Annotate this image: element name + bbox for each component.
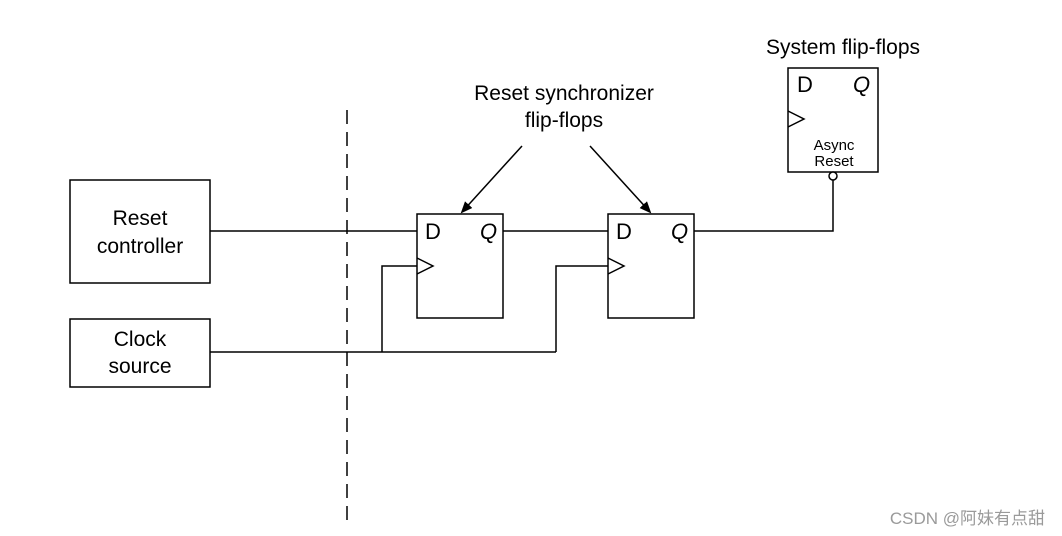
sync-q2-to-async-reset-wire bbox=[694, 180, 834, 232]
annotation-arrow-to-sync2 bbox=[589, 145, 652, 214]
sync-flipflop-1-q-pin: Q bbox=[480, 219, 497, 244]
sync-flipflop-1-d-pin: D bbox=[425, 219, 441, 244]
system-flipflop-async-label-line2: Reset bbox=[814, 153, 854, 170]
system-flipflop-clock-triangle bbox=[787, 110, 806, 128]
clock-to-sync2-wire bbox=[555, 265, 608, 352]
reset-controller-label-line1: Reset bbox=[113, 207, 168, 230]
sync-flipflop-2-clock-triangle bbox=[607, 257, 626, 275]
clock-source-block bbox=[69, 318, 211, 388]
system-flipflop-q-pin: Q bbox=[853, 72, 870, 97]
clock-to-sync1-wire bbox=[381, 265, 417, 352]
watermark: CSDN @阿妹有点甜 bbox=[890, 509, 1045, 528]
system-flipflops-title: System flip-flops bbox=[766, 36, 920, 59]
clock-source-label-line2: source bbox=[108, 355, 171, 378]
sync-flipflops-title-line2: flip-flops bbox=[525, 109, 603, 132]
sync-flipflop-2-d-pin: D bbox=[616, 219, 632, 244]
clock-source-label-line1: Clock bbox=[114, 328, 167, 351]
sync-flipflop-1-clock-triangle bbox=[416, 257, 435, 275]
annotation-arrow-to-sync1 bbox=[460, 145, 523, 214]
async-reset-bubble bbox=[828, 171, 838, 181]
system-flipflop-async-label-line1: Async bbox=[814, 137, 855, 154]
sync-flipflop-2-q-pin: Q bbox=[671, 219, 688, 244]
reset-controller-label-line2: controller bbox=[97, 235, 183, 258]
system-flipflop-d-pin: D bbox=[797, 72, 813, 97]
sync-flipflops-title-line1: Reset synchronizer bbox=[474, 82, 654, 105]
reset-controller-block bbox=[69, 179, 211, 284]
